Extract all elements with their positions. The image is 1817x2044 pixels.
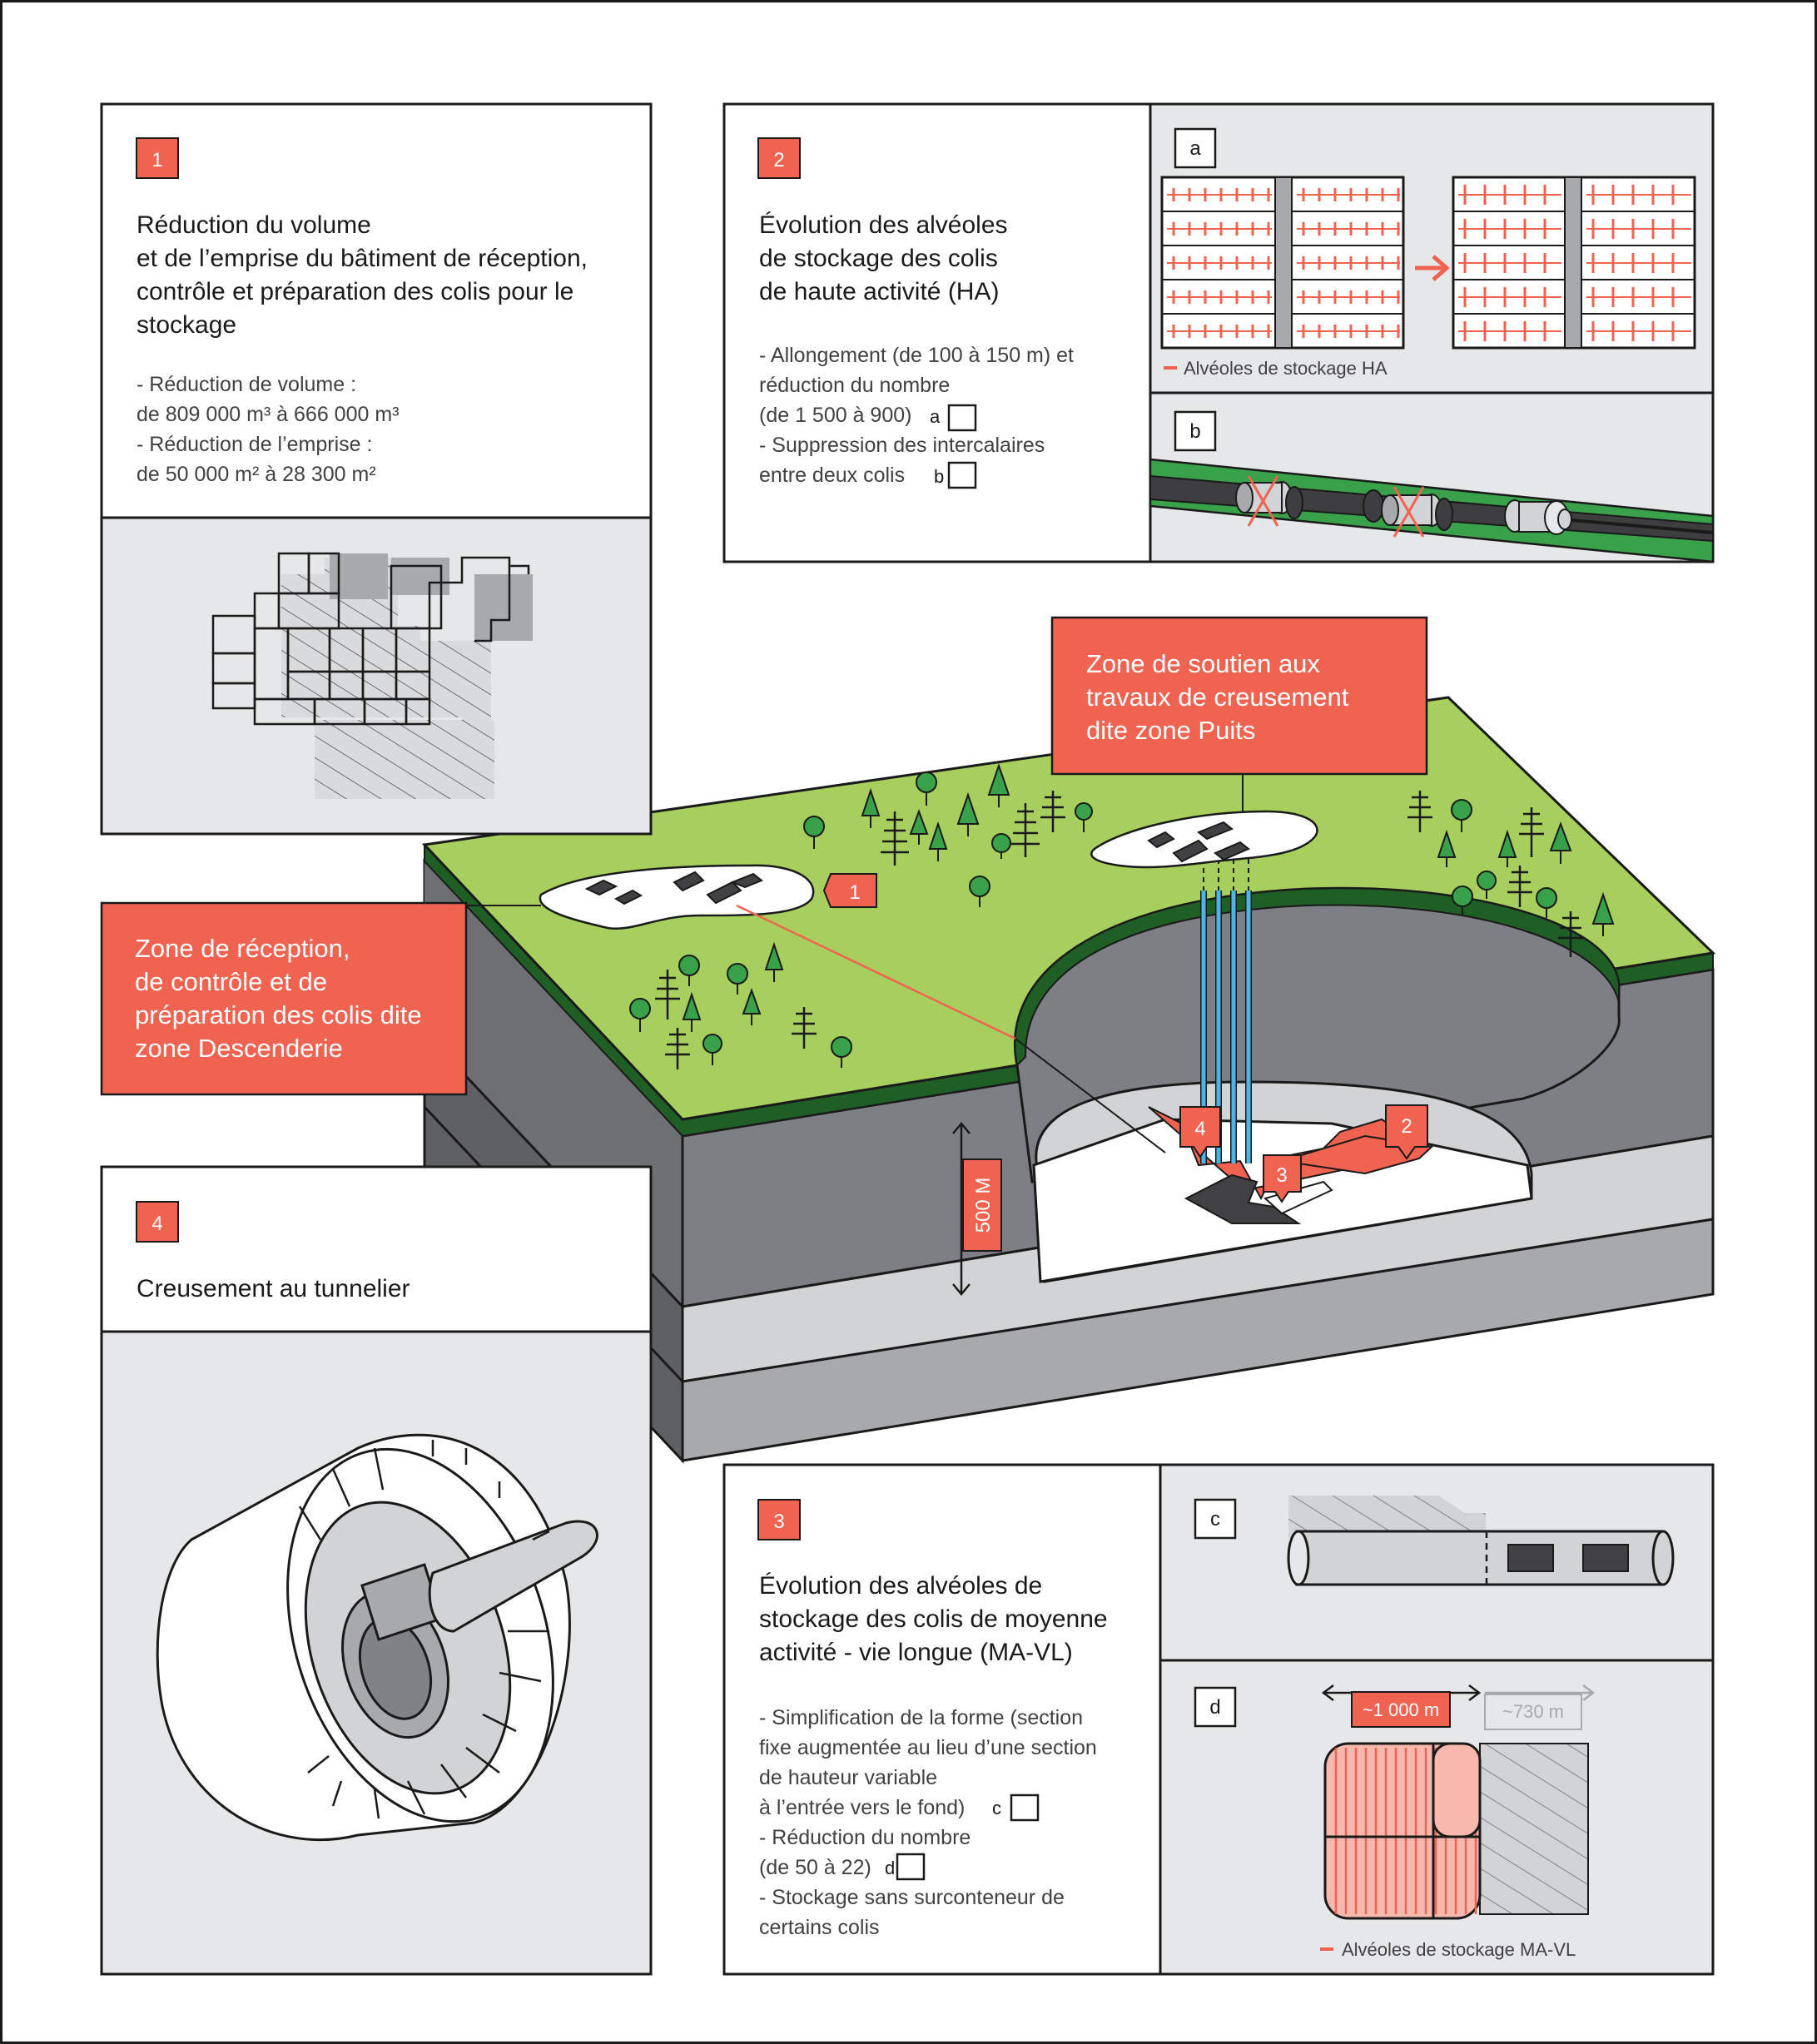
building-footprint xyxy=(211,552,533,799)
panel-1-title-3: contrôle et préparation des colis pour l… xyxy=(137,278,573,305)
panel-3-ref-c: c xyxy=(992,1798,1001,1818)
panel-4-title: Creusement au tunnelier xyxy=(137,1275,410,1302)
panel-1-title-4: stockage xyxy=(137,311,236,339)
panel-2-title-3: de haute activité (HA) xyxy=(759,278,999,305)
depth-indicator: 500 M xyxy=(952,1122,1002,1296)
marker-4[interactable]: 4 xyxy=(1179,1106,1221,1158)
sub-a-label: a xyxy=(1189,137,1201,160)
legend-mavl: Alvéoles de stockage MA-VL xyxy=(1342,1939,1576,1960)
svg-text:1: 1 xyxy=(151,149,162,171)
panel-1-badge xyxy=(136,137,179,179)
ref-a-box xyxy=(947,404,977,432)
panel-3-bullet-2: fixe augmentée au lieu d’une section xyxy=(759,1736,1097,1759)
panel-3-badge xyxy=(757,1499,801,1540)
rock-layer-mid xyxy=(681,1218,1715,1462)
panel-2-badge xyxy=(757,137,801,179)
svg-text:3: 3 xyxy=(1276,1164,1287,1187)
conifer-trees xyxy=(655,791,1583,1069)
svg-text:2: 2 xyxy=(1401,1115,1412,1138)
arrow-right-icon xyxy=(1415,255,1450,281)
panel-3: 3 Évolution des alvéoles de stockage des… xyxy=(722,1463,1715,1976)
panel-3-ref-d: d xyxy=(885,1858,895,1878)
ha-grid-before xyxy=(1160,176,1405,350)
panel-3-bullet-3: de hauteur variable xyxy=(759,1766,937,1789)
marker-1[interactable]: 1 xyxy=(822,873,877,908)
svg-text:2: 2 xyxy=(773,149,784,171)
ref-d-box xyxy=(896,1853,926,1881)
panel-2: 2 Évolution des alvéoles de stockage des… xyxy=(722,102,1715,563)
panel-1-bullet-4: de 50 000 m² à 28 300 m² xyxy=(137,463,376,486)
leader-red xyxy=(736,904,1016,1040)
panel-3-bullet-1: - Simplification de la forme (section xyxy=(759,1706,1083,1729)
depth-label: 500 M xyxy=(972,1178,995,1233)
zone-puits-line-2: travaux de creusement xyxy=(1086,682,1349,712)
panel-4-badge xyxy=(136,1201,179,1243)
mavl-cell xyxy=(1287,1496,1675,1586)
zone-puits-callout: Zone de soutien aux travaux de creusemen… xyxy=(1050,616,1428,776)
panel-1-bullet-1: - Réduction de volume : xyxy=(137,373,356,396)
panel-1: 1 Réduction du volume et de l’emprise du… xyxy=(100,102,653,836)
panel-1-title-1: Réduction du volume xyxy=(137,211,371,239)
panel-2-bullet-2: réduction du nombre xyxy=(759,374,950,397)
dim-old-label: ~730 m xyxy=(1502,1701,1564,1722)
panel-1-bullet-2: de 809 000 m³ à 666 000 m³ xyxy=(137,403,399,426)
panel-3-bullet-5: - Réduction du nombre xyxy=(759,1826,971,1849)
panel-1-bullet-3: - Réduction de l’emprise : xyxy=(137,433,372,456)
panel-2-bullet-5: entre deux colis xyxy=(759,464,905,487)
zone-descenderie-line-2: de contrôle et de xyxy=(135,967,327,996)
panel-3-bullet-4: à l’entrée vers le fond) xyxy=(759,1796,965,1819)
sub-c-label: c xyxy=(1210,1508,1220,1531)
panel-2-ref-b: b xyxy=(934,466,944,487)
panel-2-bullet-4: - Suppression des intercalaires xyxy=(759,434,1045,457)
zone-descenderie-line-3: préparation des colis dite xyxy=(135,1000,422,1029)
mavl-layout xyxy=(1323,1742,1589,1920)
panel-3-bullet-6: (de 50 à 22) xyxy=(759,1856,871,1879)
marker-3[interactable]: 3 xyxy=(1263,1154,1302,1203)
sub-d-label: d xyxy=(1209,1696,1220,1719)
panel-2-bullet-3: (de 1 500 à 900) xyxy=(759,404,911,427)
svg-text:1: 1 xyxy=(849,881,860,904)
svg-text:3: 3 xyxy=(773,1511,784,1533)
svg-text:4: 4 xyxy=(1194,1118,1205,1140)
panel-2-title-2: de stockage des colis xyxy=(759,245,998,272)
svg-text:4: 4 xyxy=(151,1213,162,1235)
zone-descenderie-line-4: zone Descenderie xyxy=(135,1034,343,1063)
ha-canisters xyxy=(1235,481,1714,535)
ha-grid-after xyxy=(1452,176,1696,350)
tunnel-boring-machine xyxy=(156,1433,598,1842)
zone-puits-line-1: Zone de soutien aux xyxy=(1086,649,1320,678)
legend-ha: Alvéoles de stockage HA xyxy=(1184,358,1388,379)
trees xyxy=(629,762,1615,1068)
zone-descenderie-callout: Zone de réception, de contrôle et de pré… xyxy=(100,901,468,1096)
marker-2[interactable]: 2 xyxy=(1385,1104,1428,1160)
panel-2-ref-a: a xyxy=(930,406,941,427)
zone-descenderie-line-1: Zone de réception, xyxy=(135,934,350,963)
puits-site xyxy=(1090,810,1318,869)
panel-3-title-1: Évolution des alvéoles de xyxy=(759,1572,1042,1600)
panel-4: 4 Creusement au tunnelier xyxy=(100,1165,653,1976)
panel-3-title-3: activité - vie longue (MA-VL) xyxy=(759,1639,1073,1666)
sub-b-label: b xyxy=(1189,420,1200,443)
zone-puits-line-3: dite zone Puits xyxy=(1086,716,1255,745)
panel-3-title-2: stockage des colis de moyenne xyxy=(759,1605,1108,1633)
removed-spacer-crosses xyxy=(1247,475,1425,538)
panel-1-title-2: et de l’emprise du bâtiment de réception… xyxy=(137,245,588,272)
ref-c-box xyxy=(1010,1793,1040,1822)
panel-3-bullet-7: - Stockage sans surconteneur de xyxy=(759,1886,1065,1909)
panel-2-title-1: Évolution des alvéoles xyxy=(759,211,1008,239)
panel-2-bullet-1: - Allongement (de 100 à 150 m) et xyxy=(759,344,1074,367)
dim-new-label: ~1 000 m xyxy=(1363,1699,1439,1720)
panel-3-bullet-8: certains colis xyxy=(759,1916,880,1939)
dimension-arrows: ~1 000 m ~730 m xyxy=(1321,1684,1596,1730)
ref-b-box xyxy=(947,461,977,489)
